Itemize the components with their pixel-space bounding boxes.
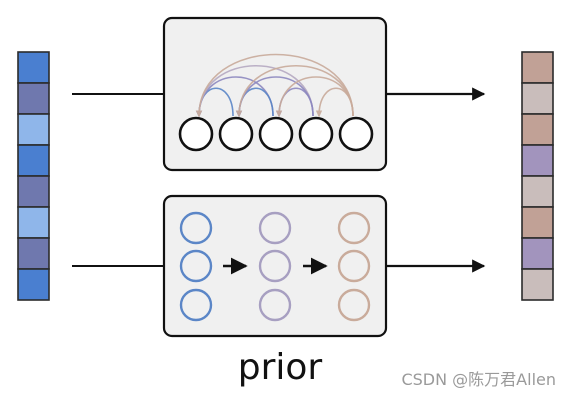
output-vector-cell — [521, 268, 554, 301]
output-vector-cell — [521, 144, 554, 177]
input-vector-cell — [17, 113, 50, 146]
prior-panel — [162, 194, 388, 338]
attention-node — [218, 116, 254, 152]
input-vector-cell — [17, 175, 50, 208]
attention-node — [178, 116, 214, 152]
watermark-text: CSDN @陈万君Allen — [401, 370, 556, 389]
input-vector-cell — [17, 144, 50, 177]
input-vector-cell — [17, 82, 50, 115]
prior-node — [258, 288, 292, 322]
output-vector-cell — [521, 82, 554, 115]
input-vector — [17, 51, 50, 301]
prior-nodes — [179, 211, 371, 322]
output-vector-cell — [521, 113, 554, 146]
output-vector — [521, 51, 554, 301]
attention-node — [298, 116, 334, 152]
prior-node — [258, 249, 292, 283]
input-vector-cell — [17, 51, 50, 84]
attention-node — [338, 116, 374, 152]
attention-arc — [315, 87, 354, 118]
prior-node — [258, 211, 292, 245]
prior-node — [337, 249, 371, 283]
attention-nodes — [178, 116, 374, 152]
prior-node — [337, 288, 371, 322]
input-vector-cell — [17, 206, 50, 239]
output-vector-cell — [521, 175, 554, 208]
output-vector-cell — [521, 51, 554, 84]
prior-node — [179, 211, 213, 245]
input-vector-cell — [17, 268, 50, 301]
prior-node — [337, 211, 371, 245]
prior-node — [179, 249, 213, 283]
output-vector-cell — [521, 237, 554, 270]
prior-node — [179, 288, 213, 322]
prior-caption: prior — [237, 347, 323, 388]
output-vector-cell — [521, 206, 554, 239]
input-vector-cell — [17, 237, 50, 270]
attention-node — [258, 116, 294, 152]
attention-arcs — [195, 53, 354, 118]
